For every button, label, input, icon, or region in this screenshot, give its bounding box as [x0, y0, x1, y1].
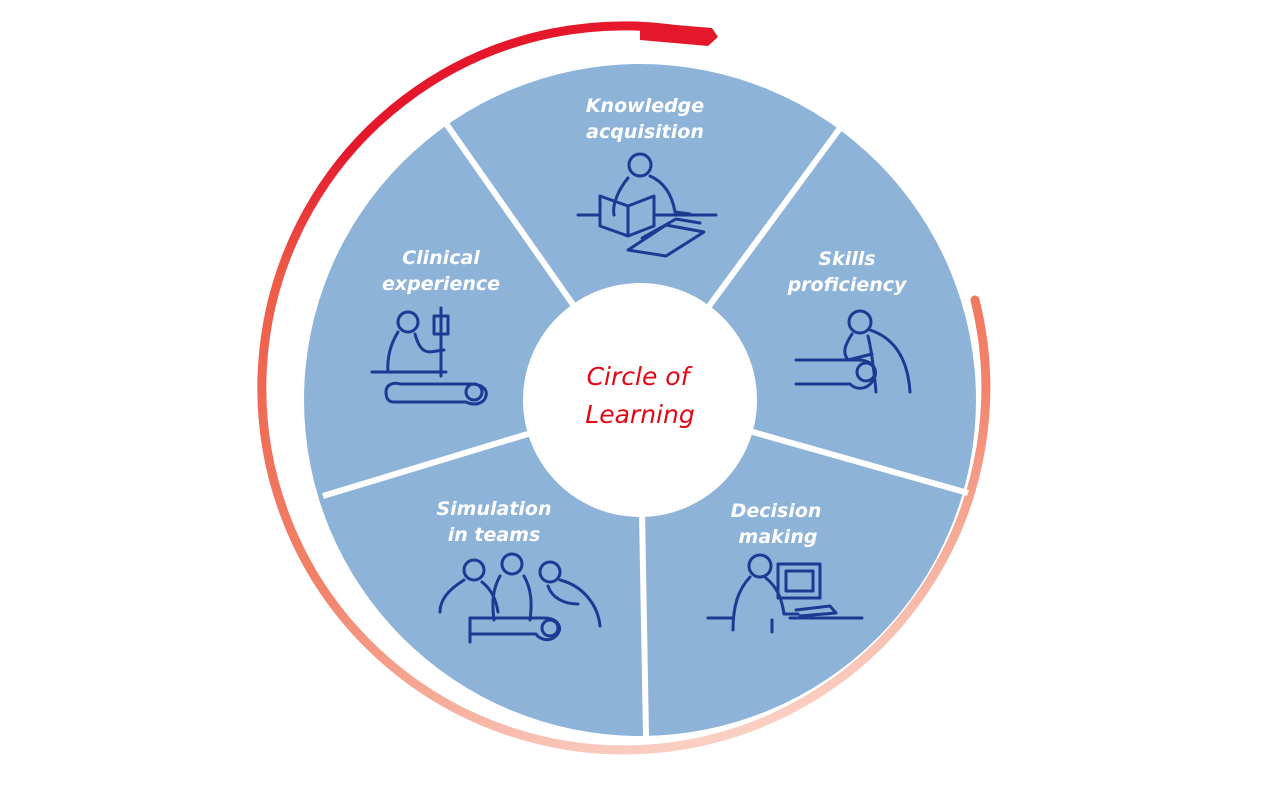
- center-label-line2: Learning: [585, 400, 694, 429]
- segment-clinical-label-line1: Clinical: [402, 247, 480, 269]
- examination-icon: [794, 309, 912, 394]
- cycle-arrow-head-icon: [640, 22, 718, 46]
- segment-clinical-label-line2: experience: [382, 273, 500, 295]
- computer-user-icon: [706, 553, 864, 634]
- segment-knowledge-label-line1: Knowledge: [586, 95, 704, 117]
- cycle-arrow-ring: [257, 21, 991, 755]
- segment-decision-label-line1: Decision: [731, 500, 822, 522]
- segment-knowledge-acquisition: Knowledge acquisition: [576, 95, 718, 258]
- segment-skills-label-line2: proficiency: [787, 274, 908, 296]
- segment-simulation-label-line1: Simulation: [436, 498, 551, 520]
- segment-skills-label-line1: Skills: [818, 248, 875, 270]
- cycle-arrow: [257, 21, 991, 755]
- segment-decision-making: Decision making: [706, 500, 864, 634]
- bedside-care-icon: [370, 306, 488, 406]
- reading-icon: [576, 152, 718, 258]
- segment-clinical-experience: Clinical experience: [370, 247, 500, 406]
- center-disc: [523, 283, 757, 517]
- segment-simulation-in-teams: Simulation in teams: [436, 498, 602, 644]
- team-simulation-icon: [438, 552, 602, 644]
- center-label-line1: Circle of: [587, 362, 693, 391]
- segment-simulation-label-line2: in teams: [448, 524, 541, 546]
- segment-knowledge-label-line2: acquisition: [586, 121, 704, 143]
- segment-decision-label-line2: making: [739, 526, 818, 548]
- segment-skills-proficiency: Skills proficiency: [787, 248, 912, 394]
